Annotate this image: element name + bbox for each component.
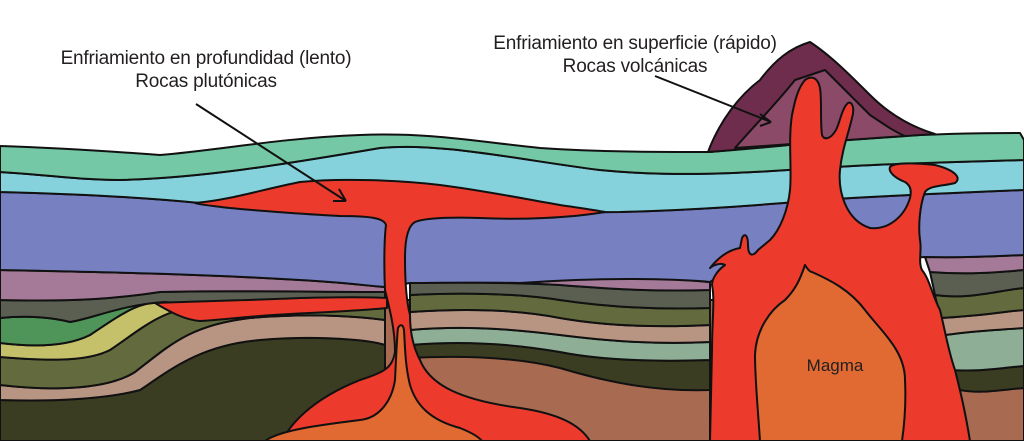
plutonic-label: Enfriamiento en profundidad (lento) Roca… — [22, 47, 390, 93]
plutonic-label-line2: Rocas plutónicas — [135, 71, 277, 92]
volcanic-arrow — [654, 75, 772, 127]
magma-chamber-right — [754, 264, 907, 441]
plutonic-arrow — [195, 103, 347, 202]
magma-chamber-center — [264, 324, 483, 441]
volcanic-label-line1: Enfriamiento en superficie (rápido) — [493, 33, 777, 54]
plutonic-label-line1: Enfriamiento en profundidad (lento) — [60, 48, 352, 69]
volcanic-label: Enfriamiento en superficie (rápido) Roca… — [440, 32, 830, 78]
magma-sill — [154, 296, 388, 322]
volcanic-label-line2: Rocas volcánicas — [562, 56, 708, 77]
layer-teal-green — [0, 132, 1024, 181]
magma-laccolith — [194, 178, 606, 441]
magma-label: Magma — [806, 356, 864, 375]
